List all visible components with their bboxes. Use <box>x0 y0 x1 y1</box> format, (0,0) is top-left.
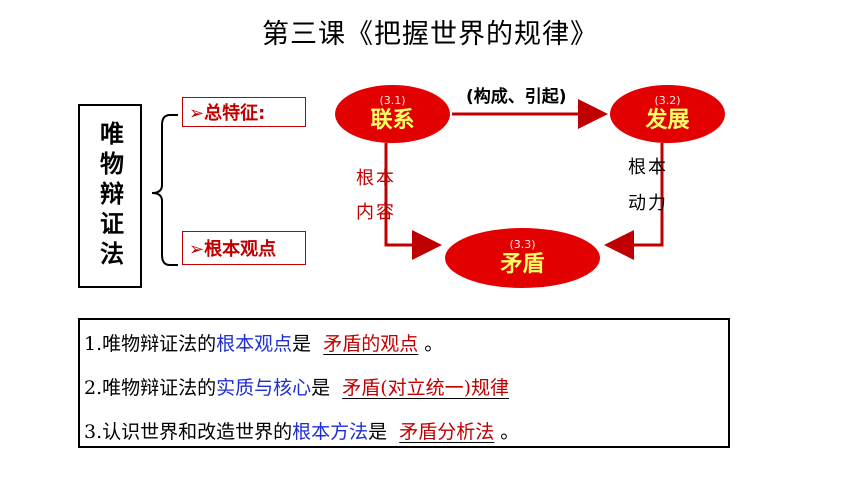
q2-answer: 矛盾(对立统一)规律 <box>342 377 510 399</box>
method-box <box>78 104 142 288</box>
edge-label-right: 根本动力 <box>628 150 688 222</box>
q1-mid: 是 <box>292 333 312 355</box>
q3-mid: 是 <box>368 421 388 443</box>
q3-num: 3. <box>84 421 103 443</box>
arrow-caption: (构成、引起) <box>466 87 567 107</box>
question-line-3: 3.认识世界和改造世界的根本方法是 矛盾分析法。 <box>84 417 519 444</box>
method-label: 唯物辩证法 <box>95 121 125 271</box>
basic-view-tag: ➢根本观点 <box>182 231 306 265</box>
q3-end: 。 <box>500 421 520 443</box>
question-line-1: 1.唯物辩证法的根本观点是 矛盾的观点。 <box>84 329 443 356</box>
q1-key: 根本观点 <box>216 333 293 355</box>
brace <box>151 114 171 266</box>
edge-label-left: 根本内容 <box>356 162 416 230</box>
edge-label-right-text: 根本动力 <box>628 157 668 214</box>
node-maodun-number: (3.3) <box>509 238 536 251</box>
arrow-fazhan-maodun <box>604 143 664 260</box>
question-line-2: 2.唯物辩证法的实质与核心是 矛盾(对立统一)规律 <box>84 373 515 400</box>
q3-pre: 认识世界和改造世界的 <box>102 421 293 443</box>
q3-key: 根本方法 <box>292 421 369 443</box>
question-box <box>78 318 730 448</box>
q2-pre: 唯物辩证法的 <box>102 377 217 399</box>
arrow-lianxi-maodun <box>384 143 442 260</box>
q1-end: 。 <box>424 333 444 355</box>
q1-pre: 唯物辩证法的 <box>102 333 217 355</box>
general-feature-tag: ➢总特征: <box>182 97 306 127</box>
node-lianxi: (3.1) 联系 <box>335 85 450 143</box>
node-fazhan-number: (3.2) <box>654 94 681 107</box>
node-lianxi-number: (3.1) <box>379 94 406 107</box>
q1-num: 1. <box>84 333 103 355</box>
q1-answer: 矛盾的观点 <box>323 333 419 355</box>
node-maodun: (3.3) 矛盾 <box>445 228 600 288</box>
node-lianxi-label: 联系 <box>370 107 415 133</box>
node-fazhan: (3.2) 发展 <box>610 85 725 143</box>
q2-mid: 是 <box>311 377 331 399</box>
page-title: 第三课《把握世界的规律》 <box>262 19 598 50</box>
node-maodun-label: 矛盾 <box>500 251 545 277</box>
node-fazhan-label: 发展 <box>645 107 690 133</box>
q2-num: 2. <box>84 377 103 399</box>
q2-key: 实质与核心 <box>216 377 312 399</box>
edge-label-left-text: 根本内容 <box>356 168 396 223</box>
q3-answer: 矛盾分析法 <box>399 421 495 443</box>
